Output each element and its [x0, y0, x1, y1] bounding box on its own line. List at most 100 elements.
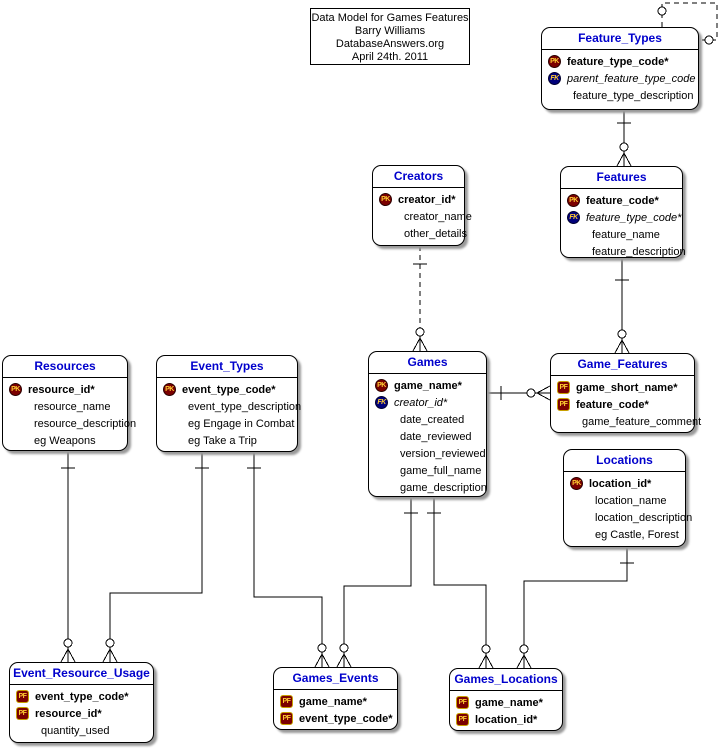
- attribute-row: FK creator_id*: [369, 394, 486, 411]
- pf-icon: PF: [16, 690, 29, 703]
- attribute-name: eg Engage in Combat: [188, 417, 295, 430]
- attribute-name: feature_type_code*: [586, 211, 682, 224]
- pk-icon: PK: [375, 379, 388, 392]
- attribute-name: game_full_name: [400, 464, 482, 477]
- attribute-row: PF resource_id*: [10, 705, 153, 722]
- attribute-name: game_name*: [394, 379, 462, 392]
- relationship-features-game-features: [614, 258, 630, 354]
- attribute-name: resource_id*: [28, 383, 95, 396]
- attribute-name: game_short_name*: [576, 381, 678, 394]
- attribute-name: game_feature_comment: [582, 415, 702, 428]
- attribute-row: game_full_name: [369, 462, 486, 479]
- title-line: Data Model for Games Features: [311, 12, 469, 24]
- attribute-name: date_reviewed: [400, 430, 472, 443]
- attribute-name: feature_code*: [576, 398, 649, 411]
- attribute-name: resource_id*: [35, 707, 102, 720]
- attribute-row: date_created: [369, 411, 486, 428]
- attribute-name: resource_description: [34, 417, 137, 430]
- attribute-name: feature_code*: [586, 194, 659, 207]
- attribute-name: other_details: [404, 227, 467, 240]
- relationship-games-games-locations: [427, 497, 494, 669]
- attribute-row: event_type_description: [157, 398, 301, 415]
- attribute-rows: PK creator_id* creator_name other_details: [373, 188, 472, 242]
- pk-icon: PK: [379, 193, 392, 206]
- attribute-name: feature_name: [592, 228, 660, 241]
- attribute-row: date_reviewed: [369, 428, 486, 445]
- entity-game-features[interactable]: Game_Features PF game_short_name*PF feature…: [550, 353, 701, 433]
- attribute-rows: PK feature_code* FK feature_type_code*featu…: [561, 189, 686, 260]
- attribute-row: eg Weapons: [3, 432, 127, 449]
- entity-title: Game_Features: [551, 354, 694, 376]
- attribute-name: parent_feature_type_code: [567, 72, 696, 85]
- attribute-name: location_name: [595, 494, 667, 507]
- entity-title: Event_Resource_Usage: [10, 663, 153, 685]
- attribute-row: feature_description: [561, 243, 686, 260]
- attribute-name: event_type_code*: [35, 690, 129, 703]
- attribute-row: creator_name: [373, 208, 472, 225]
- fk-icon: FK: [375, 396, 388, 409]
- title-line: Barry Williams: [354, 25, 426, 37]
- pf-icon: PF: [456, 713, 469, 726]
- relationship-feature-types-self: [657, 2, 718, 45]
- attribute-name: resource_name: [34, 400, 111, 413]
- attribute-name: event_type_description: [188, 400, 302, 413]
- attribute-row: PK feature_code*: [561, 192, 682, 209]
- attribute-row: feature_type_description: [542, 87, 698, 104]
- attribute-name: location_description: [595, 511, 693, 524]
- attribute-row: eg Take a Trip: [157, 432, 297, 449]
- attribute-name: eg Weapons: [34, 434, 96, 447]
- attribute-name: feature_type_description: [573, 89, 694, 102]
- attribute-name: game_name*: [475, 696, 543, 709]
- attribute-row: resource_description: [3, 415, 136, 432]
- attribute-name: game_description: [400, 481, 487, 494]
- attribute-name: creator_name: [404, 210, 472, 223]
- attribute-name: creator_id*: [394, 396, 448, 409]
- attribute-row: FK feature_type_code*: [561, 209, 682, 226]
- attribute-name: feature_description: [592, 245, 686, 258]
- fk-icon: FK: [548, 72, 561, 85]
- entity-title: Features: [561, 167, 682, 189]
- fk-icon: FK: [567, 211, 580, 224]
- attribute-name: version_reviewed: [400, 447, 486, 460]
- pf-icon: PF: [557, 381, 570, 394]
- attribute-row: PF game_short_name*: [551, 379, 694, 396]
- attribute-name: event_type_code*: [299, 712, 393, 725]
- attribute-name: creator_id*: [398, 193, 456, 206]
- title-box: Data Model for Games Features Barry Will…: [310, 8, 470, 65]
- pk-icon: PK: [163, 383, 176, 396]
- attribute-name: eg Castle, Forest: [595, 528, 679, 541]
- pf-icon: PF: [280, 712, 293, 725]
- attribute-row: PF event_type_code*: [274, 710, 397, 727]
- attribute-row: game_feature_comment: [551, 413, 701, 430]
- entity-title: Games_Locations: [450, 669, 562, 691]
- attribute-name: location_id*: [589, 477, 652, 490]
- relationship-games-game-features: [487, 385, 551, 401]
- pf-icon: PF: [16, 707, 29, 720]
- pk-icon: PK: [567, 194, 580, 207]
